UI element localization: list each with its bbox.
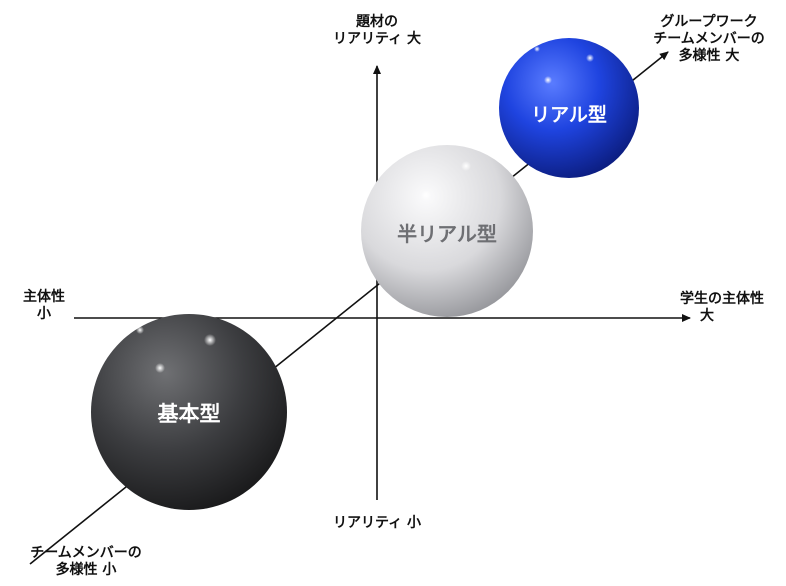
sphere-semi-real-label: 半リアル型 — [397, 222, 497, 246]
sphere-real — [499, 38, 639, 178]
bottom-axis-label-line1: リアリティ 小 — [332, 515, 422, 531]
lower-left-axis-label: チームメンバーの 多様性 小 — [6, 545, 166, 579]
bottom-axis-label: リアリティ 小 — [307, 515, 447, 532]
top-axis-label: 題材の リアリティ 大 — [307, 14, 447, 48]
sphere-basic — [91, 314, 287, 510]
sphere-basic-label: 基本型 — [157, 402, 221, 426]
upper-right-axis-label-line1: グループワーク — [660, 14, 758, 30]
upper-right-axis-label: グループワーク チームメンバーの 多様性 大 — [634, 14, 784, 65]
top-axis-label-line1: 題材の — [356, 14, 398, 30]
right-axis-label-line1: 学生の主体性 — [680, 291, 764, 307]
left-axis-label-line2: 小 — [37, 306, 51, 322]
lower-left-axis-label-line2: 多様性 小 — [55, 562, 117, 578]
upper-right-axis-label-line3: 多様性 大 — [678, 48, 740, 64]
top-axis-label-line2: リアリティ 大 — [332, 31, 422, 47]
sphere-semi-real — [361, 145, 533, 317]
right-axis-label: 学生の主体性 大 — [624, 291, 764, 325]
left-axis-label: 主体性 小 — [14, 289, 74, 323]
lower-left-axis-label-line1: チームメンバーの — [30, 545, 142, 561]
sphere-real-label: リアル型 — [531, 104, 607, 126]
upper-right-axis-label-line2: チームメンバーの — [653, 31, 765, 47]
left-axis-label-line1: 主体性 — [23, 289, 65, 305]
right-axis-label-line2: 大 — [700, 308, 714, 324]
